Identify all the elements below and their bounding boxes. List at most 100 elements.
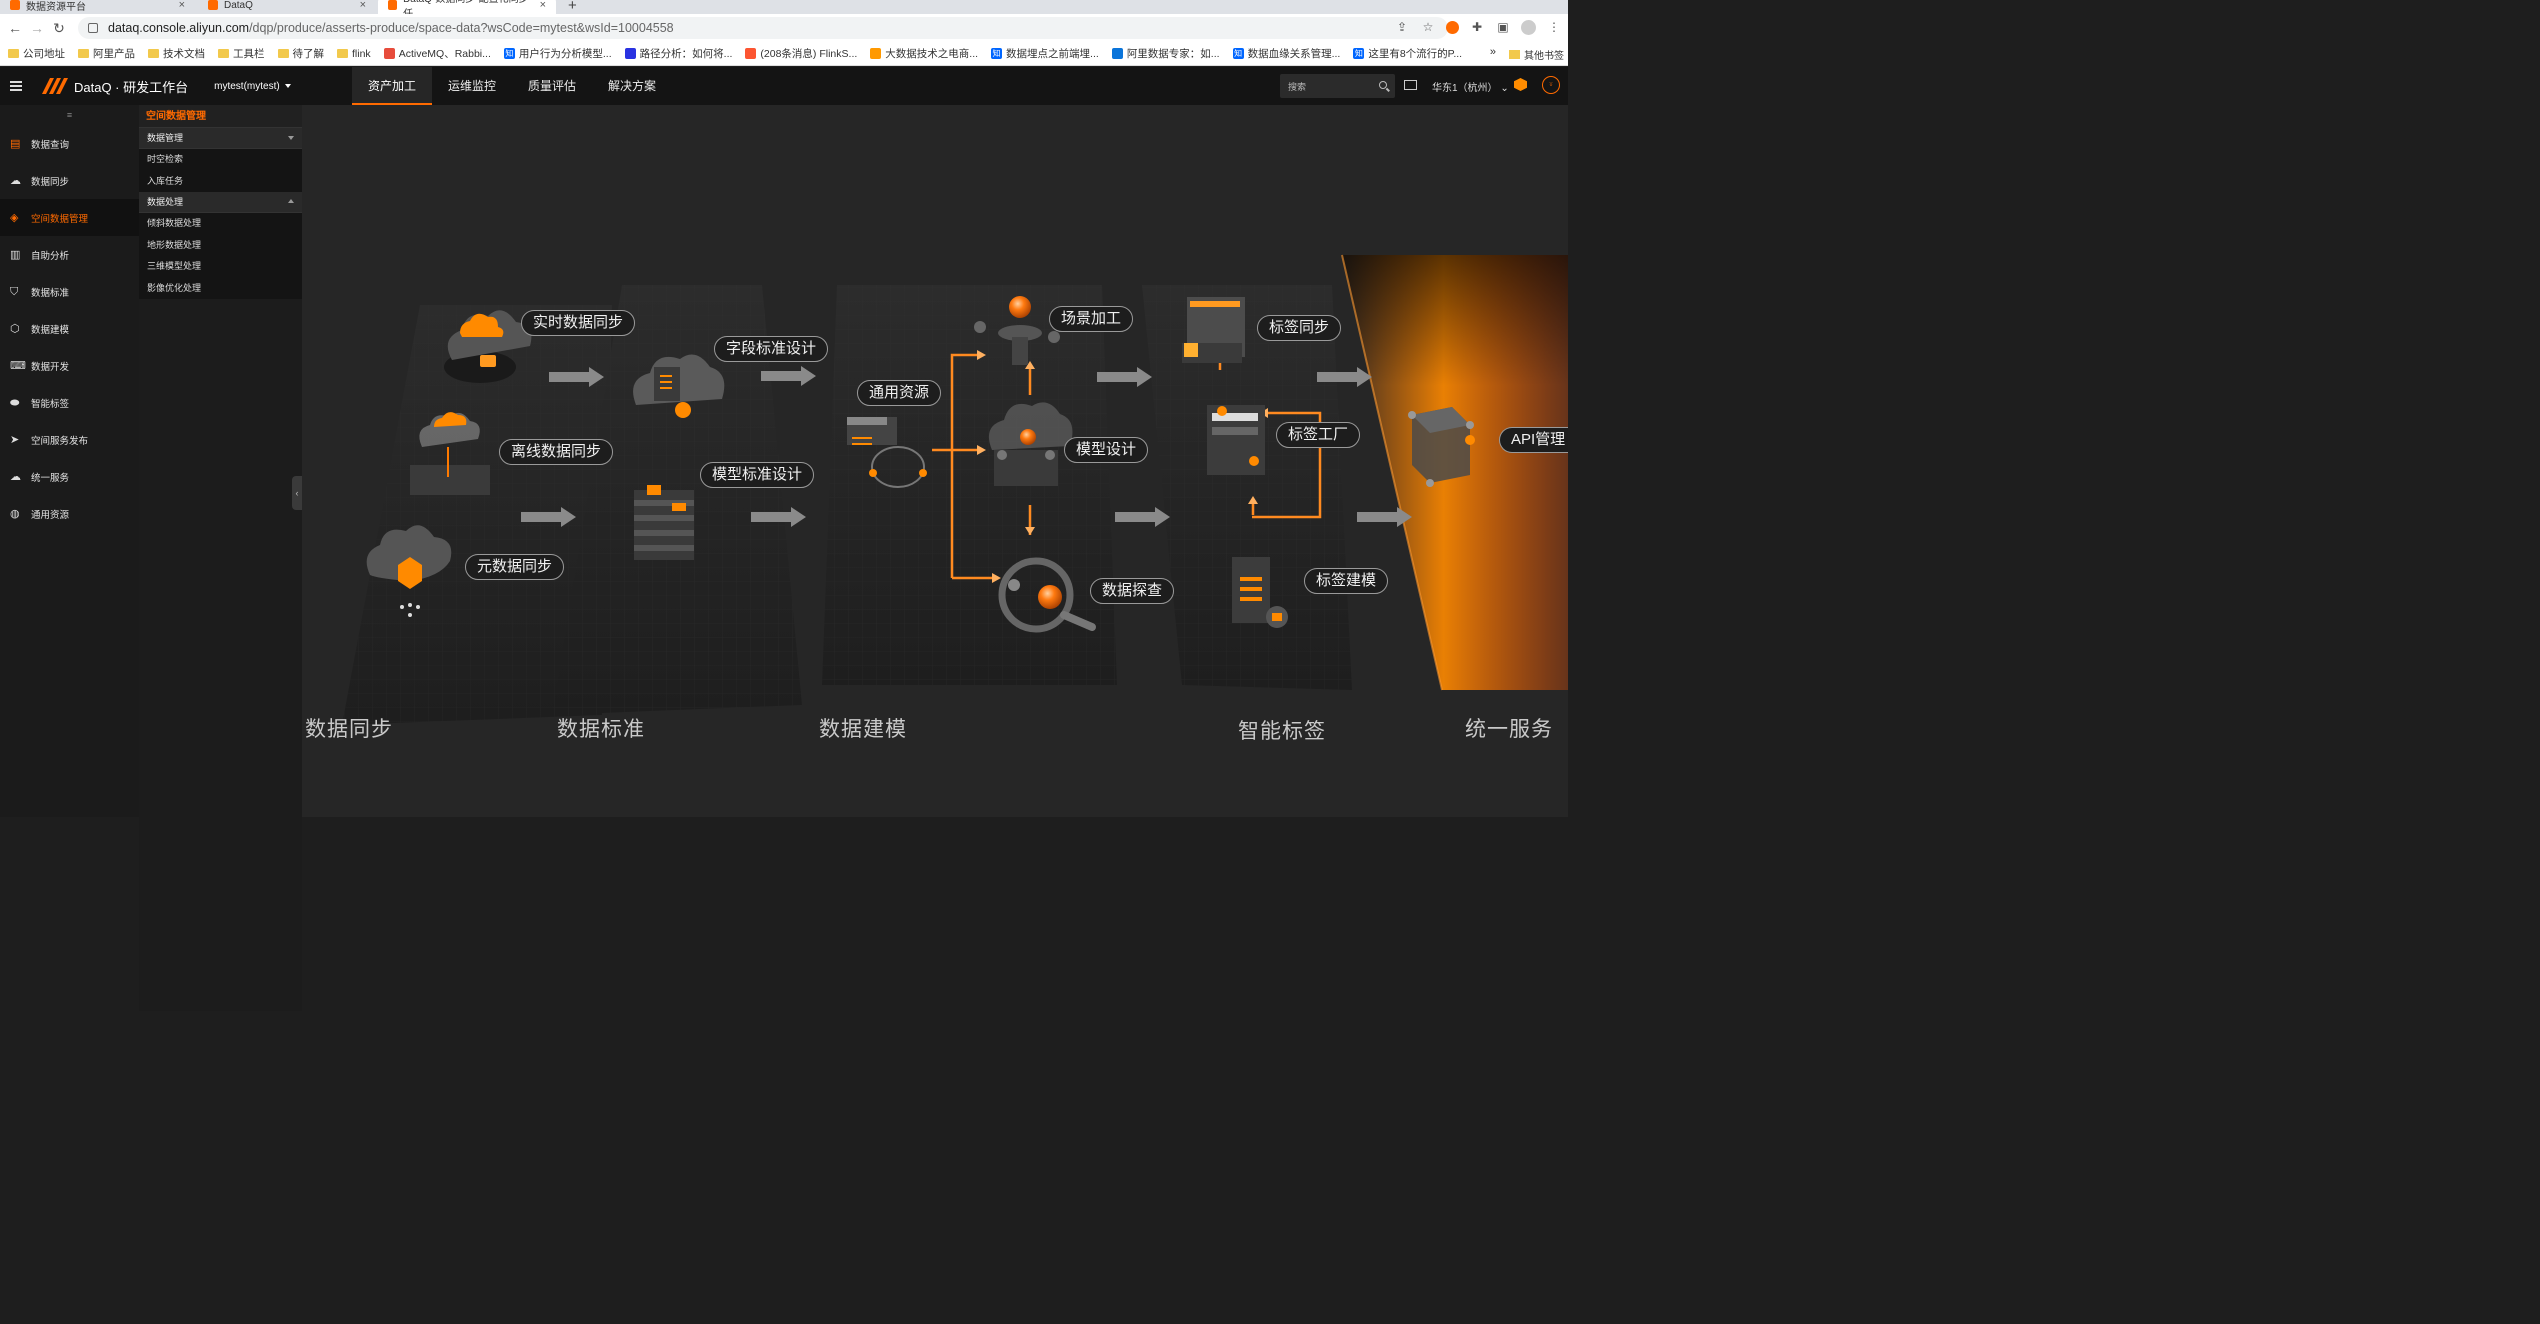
bookmark-item[interactable]: 工具栏 [218,46,265,61]
layers-icon: ◈ [10,211,19,224]
stage-data-standard: 数据标准 [557,718,645,741]
close-icon[interactable]: × [539,0,546,11]
label-model-standard[interactable]: 模型标准设计 [700,462,815,488]
profile-icon[interactable] [1521,19,1536,35]
browser-tab[interactable]: 数据资源平台 × [0,0,195,14]
bookmark-item[interactable]: 阿里产品 [78,46,135,61]
bookmark-label: 公司地址 [23,48,65,60]
browser-tab[interactable]: DataQ × [198,0,376,14]
sidebar-item-label: 数据建模 [31,324,70,336]
region-selector[interactable]: 华东1（杭州） ⌄ [1432,83,1509,94]
label-data-explore[interactable]: 数据探查 [1090,578,1175,604]
sidebar-item[interactable]: ⛉数据标准 [0,273,139,310]
top-nav-ops[interactable]: 运维监控 [448,79,497,93]
bookmark-item[interactable]: 待了解 [277,46,324,61]
panel-collapse-handle[interactable]: ‹ [292,476,302,510]
url-host: dataq.console.aliyun.com [108,21,250,35]
lock-icon [88,23,98,33]
bookmarks-overflow-icon[interactable]: » [1489,46,1496,58]
user-avatar-icon[interactable]: ⍤ [1542,76,1560,94]
browser-tab-active[interactable]: DataQ-数据同步-配置化同步任... × [378,0,556,14]
bookmark-item[interactable]: 路径分析：如何将... [624,46,732,61]
bookmark-item[interactable]: flink [337,48,371,60]
close-icon[interactable]: × [178,0,185,11]
sidebar-item[interactable]: ☁统一服务 [0,458,139,495]
sidebar-item[interactable]: ☁数据同步 [0,162,139,199]
product-logo[interactable]: DataQ · 研发工作台 [42,77,188,96]
sidebar-item[interactable]: ⬡ 数据建模 [0,310,139,347]
sidebar-collapse-icon[interactable]: ≡ [66,110,73,120]
cube-product-icon[interactable] [1514,78,1527,91]
label-field-standard[interactable]: 字段标准设计 [714,336,829,362]
sub-nav-item[interactable]: 时空检索 [139,149,302,171]
label-common-resource[interactable]: 通用资源 [857,380,942,406]
sub-nav-group-data-management[interactable]: 数据管理 [139,128,302,149]
zhihu-icon: 知 [1232,48,1244,59]
label-api-management[interactable]: API管理 [1499,427,1568,453]
cube-icon: ⬡ [10,322,20,335]
menu-dots-icon[interactable]: ⋮ [1548,20,1560,34]
label-scene-processing[interactable]: 场景加工 [1049,306,1134,332]
label-offline-sync[interactable]: 离线数据同步 [499,439,614,465]
url-field[interactable]: dataq.console.aliyun.com/dqp/produce/ass… [78,17,1448,39]
extension-orange-icon[interactable] [1446,20,1459,34]
sub-nav-item[interactable]: 三维模型处理 [139,256,302,278]
sub-nav-item[interactable]: 入库任务 [139,170,302,192]
bookmark-item[interactable]: 技术文档 [148,46,205,61]
close-icon[interactable]: × [359,0,366,11]
hamburger-menu-icon[interactable] [10,81,22,91]
sidebar-item[interactable]: ⬬智能标签 [0,384,139,421]
tag-factory-icon [1207,405,1265,475]
sidepanel-icon[interactable]: ▣ [1497,20,1509,34]
bookmark-item[interactable]: 公司地址 [8,46,65,61]
sub-nav-item[interactable]: 地形数据处理 [139,234,302,256]
zhihu-icon: 知 [991,48,1003,59]
bookmark-item[interactable]: 知用户行为分析模型... [503,46,612,61]
new-tab-icon[interactable]: + [568,0,577,14]
sidebar-item[interactable]: ➤空间服务发布 [0,421,139,458]
term-icon [1111,48,1123,59]
search-icon[interactable] [1379,81,1387,89]
bookmark-item[interactable]: ActiveMQ、Rabbi... [383,46,491,61]
docs-book-icon[interactable] [1404,80,1417,90]
bookmark-item[interactable]: 知数据血缘关系管理... [1232,46,1340,61]
bookmark-item[interactable]: (208条消息) FlinkS... [745,46,857,61]
other-bookmarks[interactable]: 其他书签 [1509,47,1564,62]
puzzle-icon[interactable]: ✚ [1471,20,1483,34]
platform-tags [1142,285,1352,690]
label-realtime-sync[interactable]: 实时数据同步 [521,310,636,336]
label-tag-sync[interactable]: 标签同步 [1257,315,1342,341]
tab-label: 数据资源平台 [26,1,86,13]
sidebar-item[interactable]: ◈空间数据管理 [0,199,139,236]
star-icon[interactable]: ☆ [1422,20,1434,34]
sidebar-item[interactable]: ◍通用资源 [0,495,139,532]
label-metadata-sync[interactable]: 元数据同步 [465,554,565,580]
bookmark-item[interactable]: 大数据技术之电商... [870,46,978,61]
sub-nav-item[interactable]: 影像优化处理 [139,277,302,299]
address-bar-row: ← → ↻ dataq.console.aliyun.com/dqp/produ… [0,14,1568,42]
bookmark-item[interactable]: 知数据埋点之前端埋... [991,46,1099,61]
search-input[interactable]: 搜索 [1280,74,1395,98]
workspace-selector[interactable]: mytest(mytest) [214,81,291,92]
top-nav-quality[interactable]: 质量评估 [528,79,577,93]
label-tag-factory[interactable]: 标签工厂 [1276,422,1361,448]
label-model-design[interactable]: 模型设计 [1064,437,1149,463]
sub-nav-title: 空间数据管理 [139,105,302,128]
sidebar-item-label: 统一服务 [31,472,70,484]
bookmark-item[interactable]: 知这里有8个流行的P... [1353,46,1462,61]
product-name: DataQ · 研发工作台 [74,79,189,95]
share-icon[interactable]: ⇪ [1396,20,1408,34]
left-sidebar: ≡ ▤数据查询☁数据同步◈空间数据管理▥自助分析⛉数据标准 ⬡ 数据建模 ⌨数据开发⬬… [0,105,139,817]
top-nav-assets[interactable]: 资产加工 [352,67,433,105]
reload-icon[interactable]: ↻ [53,19,65,36]
back-arrow-icon[interactable]: ← [8,20,22,36]
sidebar-item[interactable]: ⌨数据开发 [0,347,139,384]
sidebar-item[interactable]: ▤数据查询 [0,125,139,162]
forward-arrow-icon[interactable]: → [30,20,44,36]
sub-nav-group-data-processing[interactable]: 数据处理 [139,192,302,213]
top-nav-solutions[interactable]: 解决方案 [608,79,657,93]
bookmark-item[interactable]: 阿里数据专家：如... [1111,46,1220,61]
label-tag-model[interactable]: 标签建模 [1304,568,1389,594]
sidebar-item[interactable]: ▥自助分析 [0,236,139,273]
sub-nav-item[interactable]: 倾斜数据处理 [139,213,302,235]
